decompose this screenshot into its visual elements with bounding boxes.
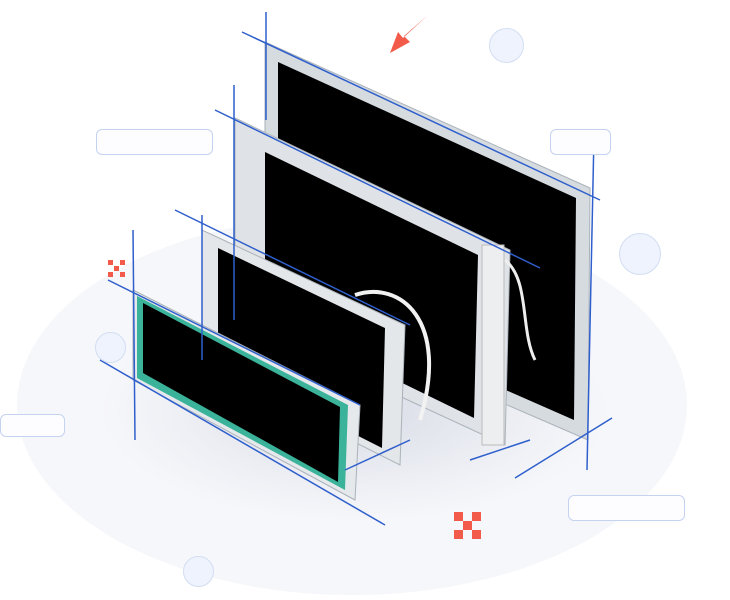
decor-circle xyxy=(95,332,126,363)
decor-circle xyxy=(619,233,661,275)
decor-circle xyxy=(183,556,214,587)
label-box-bottom-right xyxy=(568,495,685,521)
label-box-left xyxy=(0,414,65,437)
label-box-top-right xyxy=(550,129,611,155)
label-box-top-left xyxy=(96,129,213,155)
decor-circle xyxy=(489,28,524,63)
lcd-panel-medium-large xyxy=(234,117,537,446)
guide-lines xyxy=(99,12,613,526)
lcd-panel-small xyxy=(132,289,361,501)
